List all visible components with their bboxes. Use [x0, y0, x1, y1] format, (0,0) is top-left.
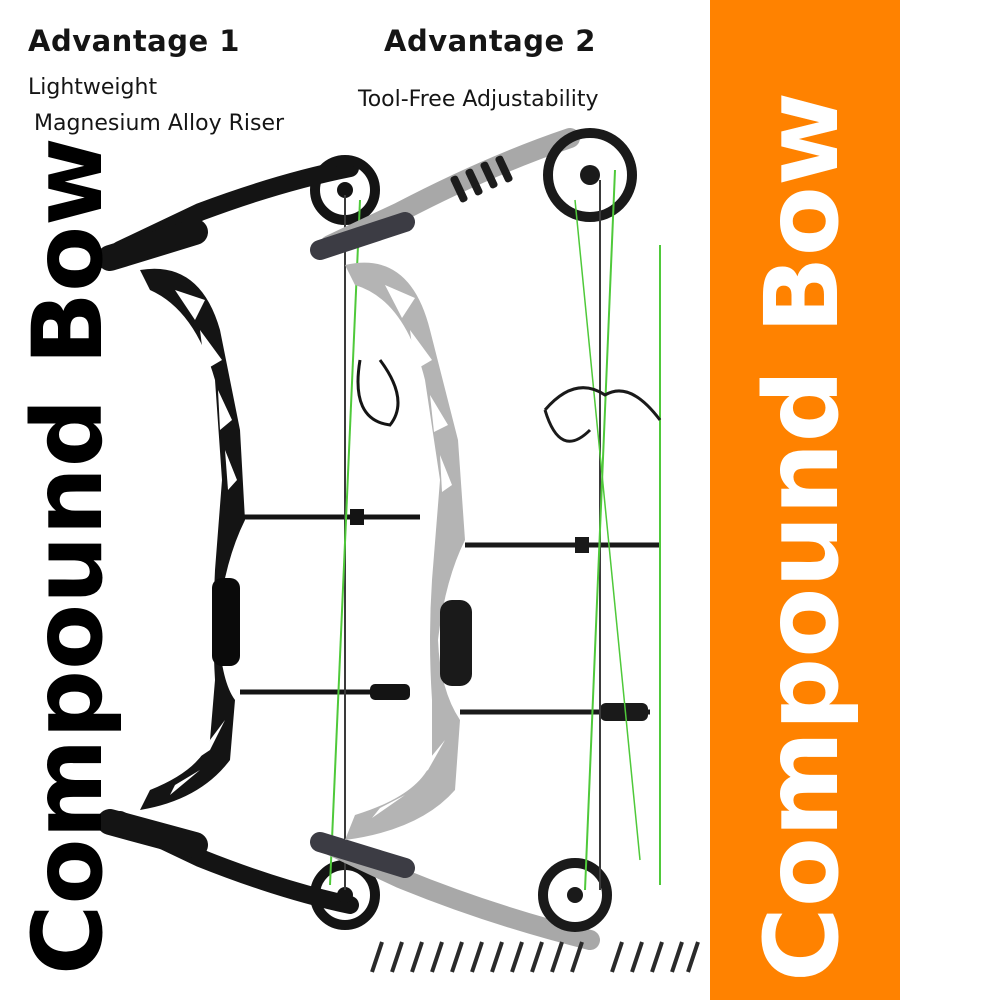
right-vertical-title: Compound Bow: [743, 91, 862, 982]
silver-grip: [440, 600, 472, 686]
black-compound-bow: [97, 155, 420, 930]
silver-upper-limb: [320, 128, 580, 255]
advantage-1-line1: Lightweight: [28, 75, 158, 100]
black-riser: [140, 268, 245, 810]
silver-lower-limb: [320, 835, 600, 950]
advantage-1-title: Advantage 1: [28, 24, 240, 58]
black-grip: [212, 578, 240, 666]
black-upper-limb: [111, 159, 359, 259]
silver-riser: [345, 262, 465, 840]
silver-top-cam: [543, 128, 637, 222]
advantage-2-title: Advantage 2: [384, 24, 596, 58]
hatch-marks: [370, 941, 700, 973]
silver-bottom-cam: [538, 858, 612, 932]
silver-compound-bow: [310, 128, 662, 950]
advantage-2-line1: Tool-Free Adjustability: [358, 87, 599, 112]
left-vertical-title: Compound Bow: [12, 137, 124, 975]
orange-side-band: [710, 0, 900, 1000]
advantage-1-line2: Magnesium Alloy Riser: [34, 111, 285, 136]
black-lower-limb: [111, 811, 359, 914]
